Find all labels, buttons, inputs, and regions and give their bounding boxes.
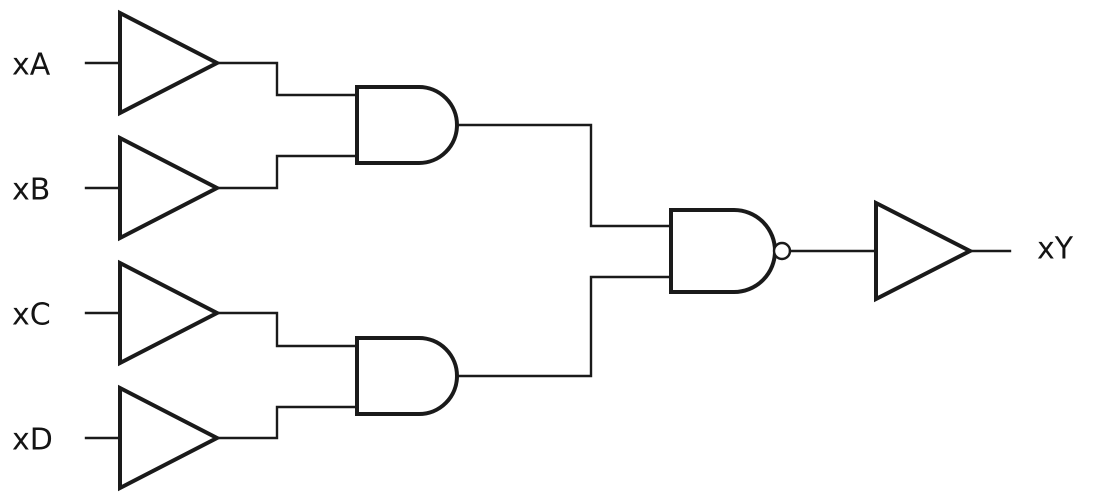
wire-net-n6: [455, 275, 673, 378]
inversion-bubble-icon: [772, 241, 792, 261]
input-label-xB: xB: [12, 173, 50, 208]
input-label-xA: xA: [12, 48, 51, 83]
wire-net-n4: [215, 405, 359, 440]
output-label-xY: xY: [1037, 232, 1074, 267]
buffer-gate-xC[interactable]: [118, 259, 222, 367]
wire-net-n2: [215, 154, 359, 190]
buffer-gate-xD[interactable]: [118, 384, 222, 492]
and-gate-bottom[interactable]: [355, 336, 459, 416]
buffer-gate-xB[interactable]: [118, 134, 222, 242]
buffer-gate-output[interactable]: [874, 199, 975, 303]
input-label-xC: xC: [12, 298, 51, 333]
nand-gate-center[interactable]: [669, 208, 777, 294]
wire-net-n3: [215, 311, 359, 348]
wire-net-n5: [455, 123, 673, 228]
input-label-xD: xD: [12, 423, 53, 458]
and-gate-top[interactable]: [355, 85, 459, 165]
wire-net-n1: [215, 61, 359, 97]
buffer-gate-xA[interactable]: [118, 9, 222, 117]
